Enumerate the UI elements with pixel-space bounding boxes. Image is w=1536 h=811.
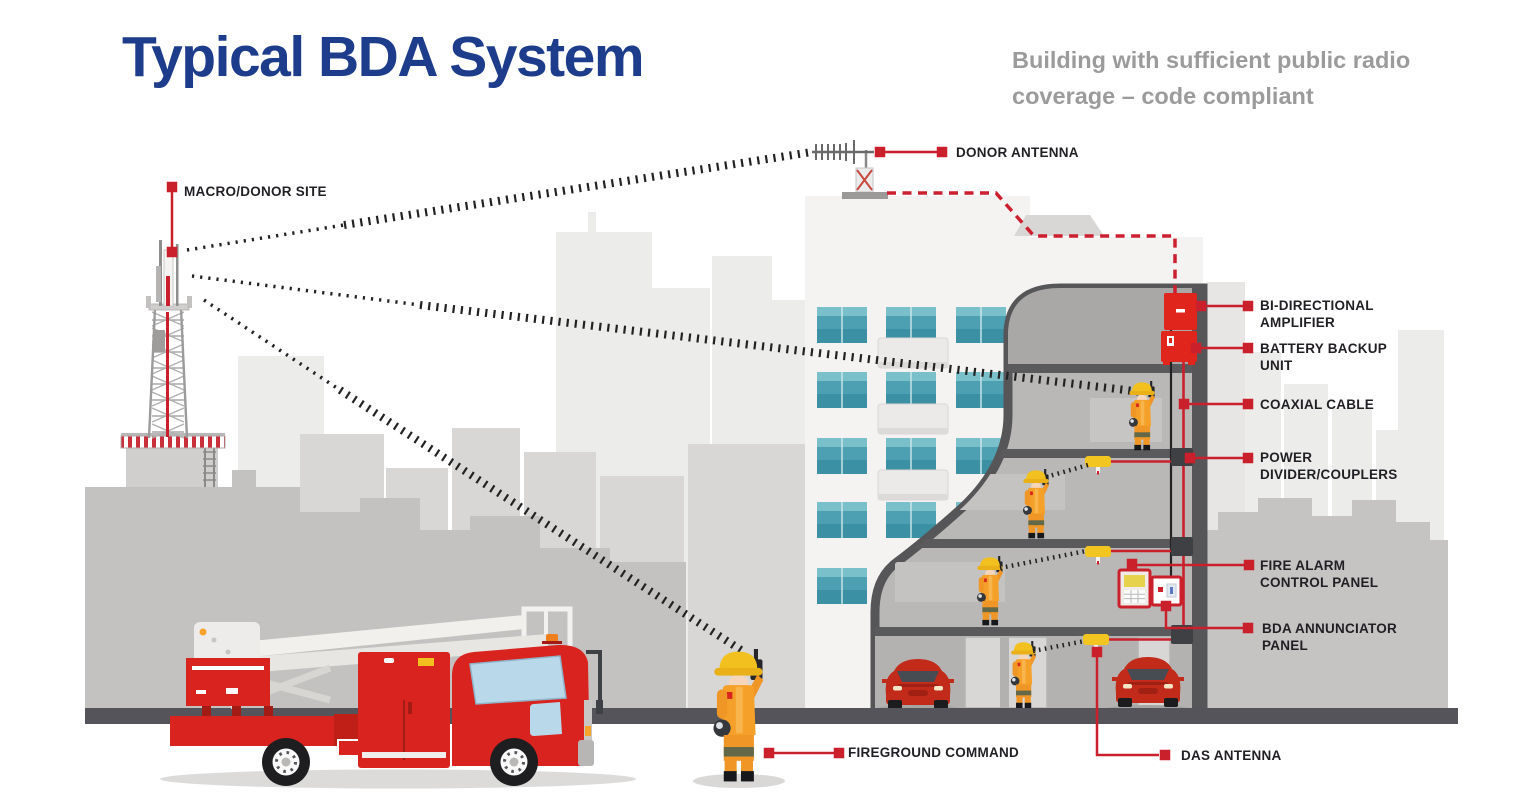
truck-wheel-icon xyxy=(488,736,540,788)
fireground-commander xyxy=(693,649,785,788)
power-divider-icon xyxy=(1171,625,1193,644)
callout-fire-alarm-control-panel: FIRE ALARM CONTROL PANEL xyxy=(1260,558,1379,590)
bda-riser-system xyxy=(1083,293,1197,653)
callout-macro-donor-site: MACRO/DONOR SITE xyxy=(184,184,327,199)
signal-to-donor-antenna xyxy=(186,223,345,252)
fire-alarm-control-panel-icon xyxy=(1117,568,1152,609)
callout-coaxial-cable: COAXIAL CABLE xyxy=(1260,397,1375,412)
callout-connectors xyxy=(166,146,1255,761)
donor-antenna-icon xyxy=(812,140,888,199)
building xyxy=(805,196,1208,713)
page-title: Typical BDA System xyxy=(122,25,645,89)
balconies xyxy=(877,337,949,501)
handheld-radio-signals xyxy=(999,462,1089,654)
signal-to-upper-floor xyxy=(191,274,421,307)
radio-signal-lines xyxy=(186,148,1143,656)
macro-donor-tower-icon xyxy=(120,240,226,510)
callout-bda-annunciator-panel: BDA ANNUNCIATOR PANEL xyxy=(1262,621,1397,653)
roof-penthouse xyxy=(1014,215,1104,236)
truck-wheel-icon xyxy=(260,736,312,788)
fire-truck-icon xyxy=(160,606,636,789)
callout-das-antenna: DAS ANTENNA xyxy=(1181,748,1282,763)
callout-bi-directional-amplifier: BI-DIRECTIONAL AMPLIFIER xyxy=(1260,298,1374,330)
signal-to-donor-antenna xyxy=(343,148,813,229)
page-subtitle: Building with sufficient public radio co… xyxy=(1012,47,1411,109)
coaxial-branches xyxy=(1097,460,1184,641)
callout-power-divider-couplers: POWER DIVIDER/COUPLERS xyxy=(1260,450,1398,482)
power-divider-icon xyxy=(1171,537,1193,556)
callout-fireground-command: FIREGROUND COMMAND xyxy=(848,745,1019,760)
donor-coax-dashed-cable xyxy=(887,191,1177,293)
callout-donor-antenna: DONOR ANTENNA xyxy=(956,145,1079,160)
callout-battery-backup-unit: BATTERY BACKUP UNIT xyxy=(1260,341,1388,373)
